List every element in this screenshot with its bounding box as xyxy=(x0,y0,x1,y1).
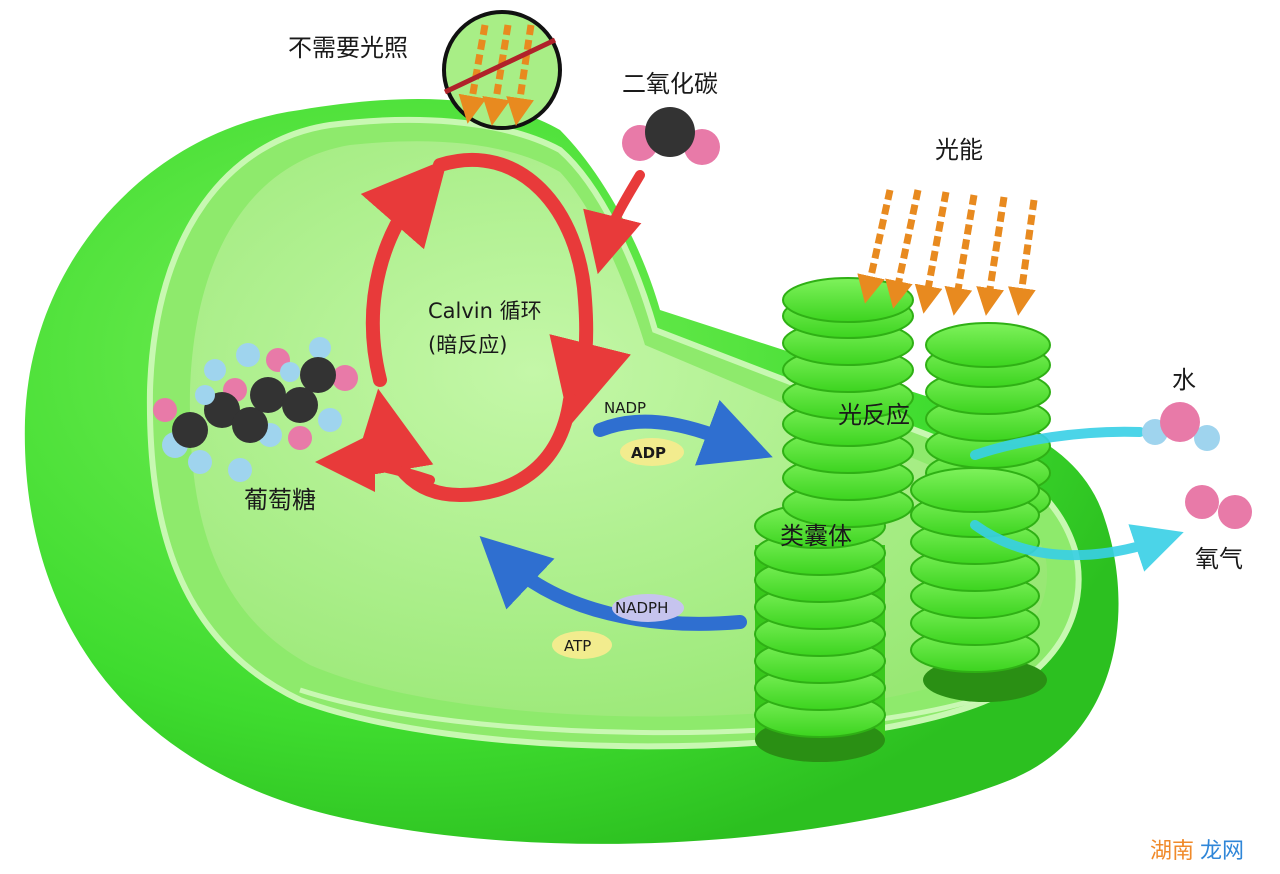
label-calvin-cycle: Calvin 循环 xyxy=(428,299,542,323)
label-atp: ATP xyxy=(564,637,591,655)
calvin-cycle-arrows xyxy=(315,153,645,503)
label-thylakoid: 类囊体 xyxy=(780,522,852,550)
label-light-reaction: 光反应 xyxy=(838,401,910,429)
adp-pill xyxy=(620,438,684,466)
watermark: 湖南 龙网 xyxy=(1150,839,1244,864)
grana-stacks xyxy=(754,277,1051,762)
granum-stack-2 xyxy=(782,277,914,528)
oxygen-molecule-icon xyxy=(1185,485,1252,529)
label-glucose: 葡萄糖 xyxy=(244,486,316,514)
granum-stack-1 xyxy=(754,503,886,762)
glucose-molecule-icon xyxy=(153,337,358,482)
calvin-arrow-bottom xyxy=(350,388,577,503)
nadph-pill xyxy=(612,594,684,622)
label-light-energy: 光能 xyxy=(935,136,983,164)
granum-stack-4 xyxy=(910,467,1040,673)
water-molecule-icon xyxy=(1142,402,1220,451)
no-light-icon xyxy=(442,10,562,130)
label-nadp: NADP xyxy=(604,399,646,417)
light-energy-arrows xyxy=(857,189,1038,316)
water-oxygen-arrows xyxy=(970,426,1184,572)
glucose-output-arrow xyxy=(315,432,435,493)
atp-pill xyxy=(552,631,612,659)
nadp-adp-arrow xyxy=(593,399,773,466)
label-adp: ADP xyxy=(631,444,666,462)
energy-arrows xyxy=(479,399,773,631)
label-water: 水 xyxy=(1172,366,1196,394)
co2-molecule-icon xyxy=(622,107,720,165)
watermark-part1: 湖南 xyxy=(1150,839,1194,864)
label-no-light: 不需要光照 xyxy=(288,34,408,62)
label-nadph: NADPH xyxy=(615,599,668,617)
watermark-part2: 龙网 xyxy=(1200,839,1244,864)
water-input-arrow xyxy=(970,426,1145,460)
calvin-arrow-left-up xyxy=(360,158,448,387)
calvin-arrow-top-right xyxy=(433,153,631,426)
co2-input-arrow xyxy=(583,170,645,275)
nadph-atp-arrow xyxy=(479,535,747,631)
oxygen-output-arrow xyxy=(970,520,1184,572)
label-dark-reaction: (暗反应) xyxy=(428,333,507,357)
label-oxygen: 氧气 xyxy=(1195,545,1243,573)
label-co2: 二氧化碳 xyxy=(622,70,718,98)
